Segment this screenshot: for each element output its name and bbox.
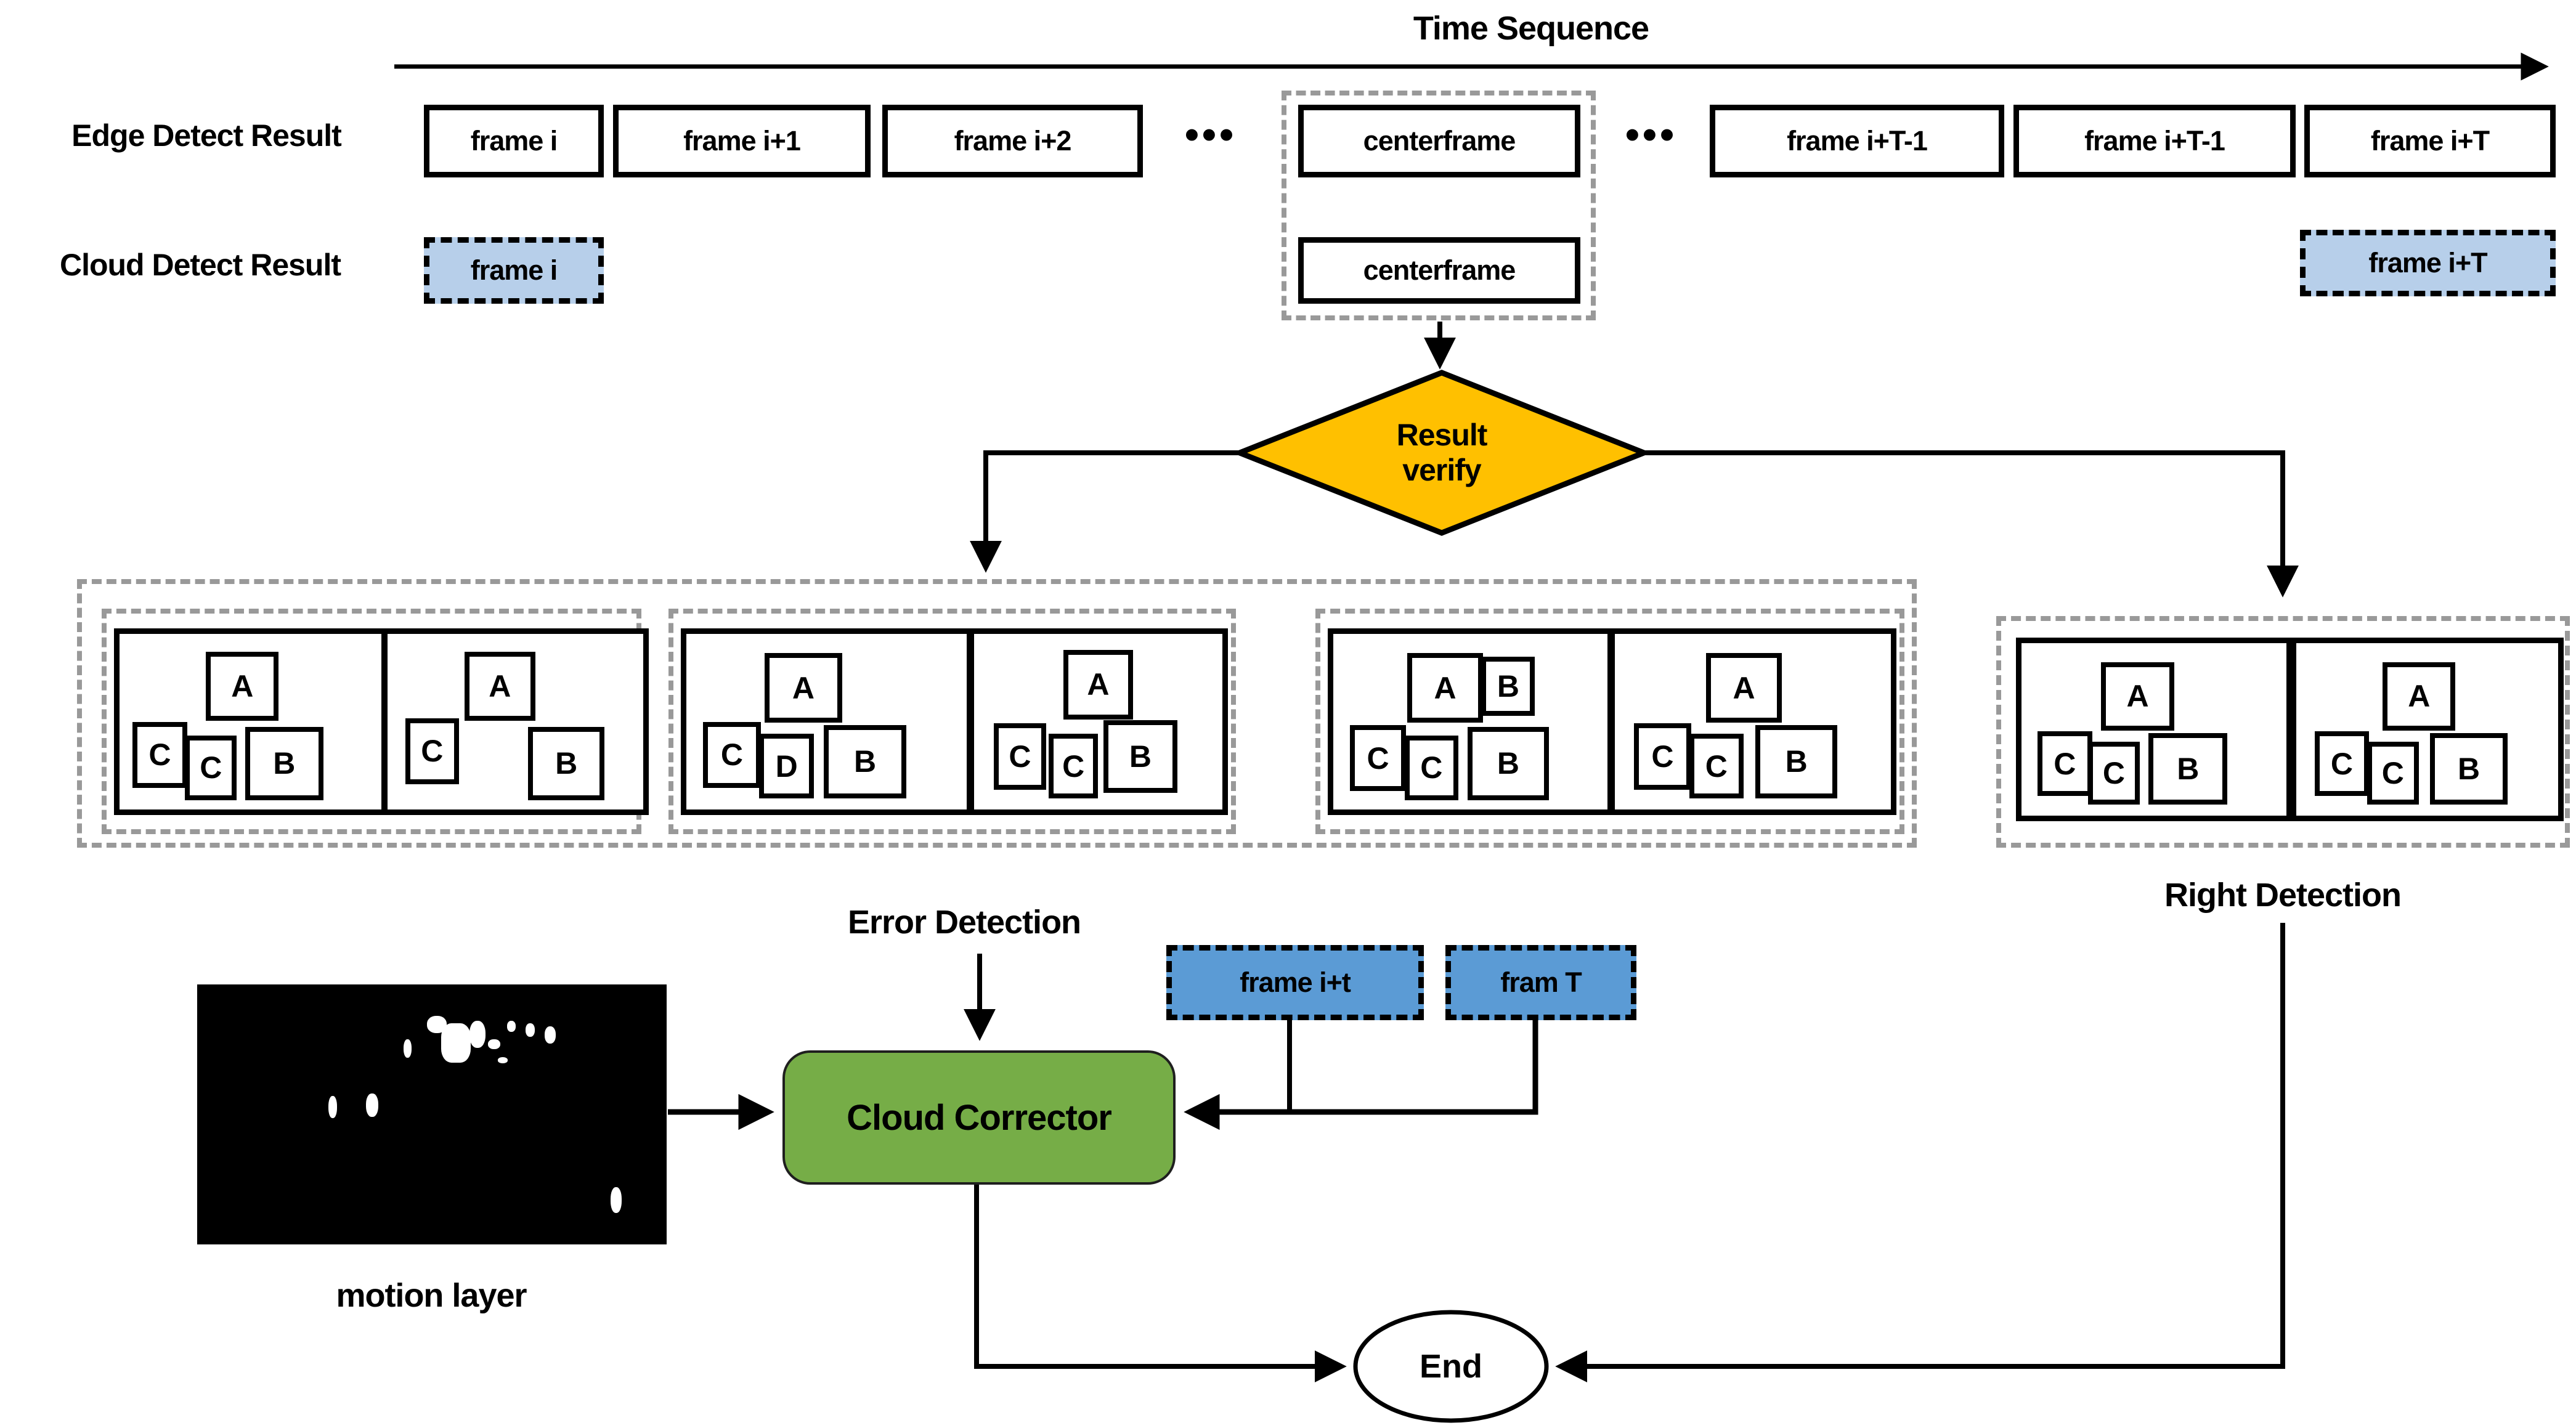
object-box-C: C (2087, 741, 2140, 805)
object-box-B: B (1755, 725, 1837, 798)
result-verify-line2: verify (1402, 453, 1481, 487)
cloud-frame-iT: frame i+T (2300, 230, 2556, 296)
object-box-A: A (2383, 662, 2456, 731)
object-box-C: C (1689, 734, 1744, 798)
object-box-A: A (464, 651, 536, 721)
edge-frame-i1: frame i+1 (613, 105, 871, 177)
object-box-B: B (1103, 720, 1178, 793)
object-box-C: C (132, 721, 187, 788)
object-box-B: B (2148, 732, 2228, 805)
arrow-right-to-end (1555, 923, 2285, 1382)
object-box-C: C (2314, 731, 2369, 797)
arrow-verify-to-right (1644, 450, 2299, 598)
object-box-C: C (2367, 741, 2419, 805)
object-box-C: C (1349, 725, 1407, 792)
edge-frame-i: frame i (424, 105, 604, 177)
arrow-corrector-to-end (974, 1181, 1347, 1382)
ellipsis-right: ••• (1625, 112, 1678, 157)
edge-frame-i2: frame i+2 (882, 105, 1143, 177)
result-verify-diamond (1232, 370, 1652, 536)
object-box-C: C (1634, 723, 1691, 790)
object-box-C: C (703, 721, 761, 788)
object-box-B: B (1481, 657, 1535, 716)
frame-it-box: frame i+t (1166, 945, 1424, 1020)
centerframe-dashed-group (1282, 91, 1596, 320)
object-box-C: C (994, 723, 1046, 790)
edge-frame-iT: frame i+T (2304, 105, 2556, 177)
object-box-C: C (405, 718, 459, 784)
cloud-centerframe: centerframe (1298, 237, 1580, 304)
object-box-C: C (2037, 731, 2092, 797)
result-verify-label: Result verify (1318, 388, 1565, 517)
object-box-A: A (765, 653, 842, 723)
result-verify-line1: Result (1396, 417, 1488, 452)
arrow-verify-to-error (970, 450, 1240, 573)
time-sequence-title: Time Sequence (1413, 10, 1649, 47)
cloud-corrector-box: Cloud Corrector (782, 1050, 1176, 1185)
object-box-A: A (206, 651, 279, 721)
motion-layer-label: motion layer (336, 1277, 527, 1314)
object-box-C: C (1048, 734, 1099, 798)
object-box-B: B (245, 727, 323, 800)
error-group-dashed (668, 609, 1236, 834)
object-box-A: A (1063, 649, 1133, 720)
object-box-C: C (185, 736, 237, 800)
error-group-dashed (1315, 609, 1904, 834)
end-label: End (1420, 1348, 1482, 1385)
edge-detect-result-label: Edge Detect Result (71, 118, 342, 153)
ellipsis-left: ••• (1184, 112, 1237, 157)
cloud-frame-i: frame i (424, 237, 604, 304)
right-detection-dashed (1996, 616, 2570, 848)
arrow-frames-to-corrector (1184, 1010, 1538, 1130)
right-detection-label: Right Detection (2164, 877, 2402, 914)
object-box-B: B (2429, 732, 2508, 805)
motion-layer-image (197, 984, 667, 1244)
end-ellipse (1353, 1310, 1549, 1423)
object-box-B: B (1468, 727, 1549, 800)
edge-centerframe: centerframe (1298, 105, 1580, 177)
object-box-A: A (1407, 653, 1483, 723)
object-box-B: B (528, 727, 605, 800)
error-detection-label: Error Detection (847, 904, 1081, 941)
object-box-A: A (2101, 662, 2175, 731)
object-box-A: A (1705, 653, 1782, 723)
error-detection-region (77, 579, 1917, 848)
object-box-B: B (823, 725, 907, 798)
edge-frame-iT-1a: frame i+T-1 (1710, 105, 2004, 177)
cloud-detect-result-label: Cloud Detect Result (59, 248, 341, 282)
edge-frame-iT-1b: frame i+T-1 (2013, 105, 2296, 177)
object-box-C: C (1404, 736, 1458, 800)
fram-t-box: fram T (1445, 945, 1636, 1020)
object-box-D: D (759, 734, 815, 798)
